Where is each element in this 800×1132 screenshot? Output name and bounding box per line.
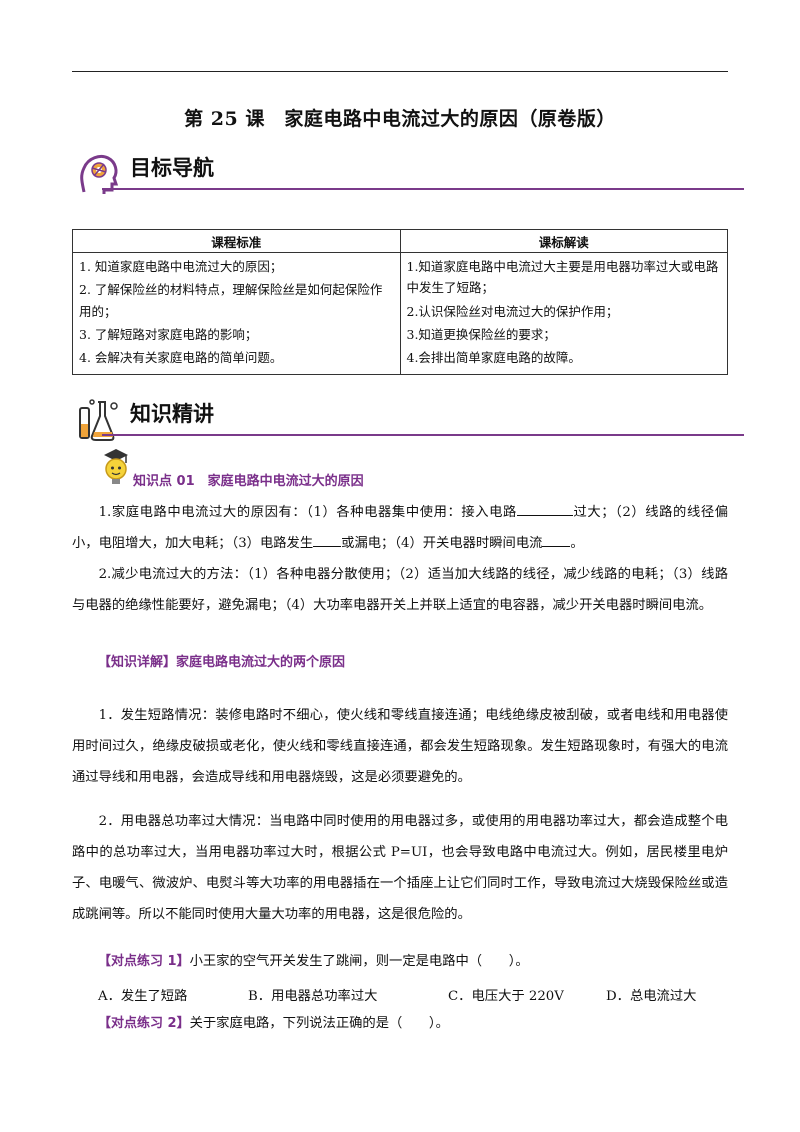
section-rule — [102, 434, 744, 436]
page-title: 第 25 课 家庭电路中电流过大的原因（原卷版） — [184, 108, 616, 130]
list-item: 4. 会解决有关家庭电路的简单问题。 — [79, 350, 283, 365]
exercise-1: 【对点练习 1】小王家的空气开关发生了跳闸，则一定是电路中（ ）。 — [98, 946, 728, 977]
list-item: 3.知道更换保险丝的要求； — [406, 326, 556, 342]
table-cell-interpretations: 1.知道家庭电路中电流过大主要是用电器功率过大或电路中发生了短路； 2.认识保险… — [399, 251, 728, 376]
paragraph-overload: 2．用电器总功率过大情况：当电路中同时使用的用电器过多，或使用的用电器功率过大，… — [72, 814, 728, 922]
brain-gear-icon — [80, 154, 119, 194]
table-header-row: 课程标准 课标解读 — [72, 229, 728, 253]
lightbulb-graduate-icon — [104, 449, 128, 484]
section-label-goals: 目标导航 — [130, 156, 214, 180]
curriculum-table: 课程标准 课标解读 1. 知道家庭电路中电流过大的原因； 2. 了解保险丝的材料… — [72, 229, 728, 376]
list-item: 2.认识保险丝对电流过大的保护作用； — [406, 303, 619, 319]
exercise-question: 小王家的空气开关发生了跳闸，则一定是电路中（ ）。 — [189, 954, 529, 969]
list-item: 3. 了解短路对家庭电路的影响； — [79, 326, 258, 342]
exercise-question: 关于家庭电路，下列说法正确的是（ ）。 — [189, 1016, 449, 1031]
fill-blank[interactable] — [516, 501, 573, 516]
list-item: 2. 了解保险丝的材料特点，理解保险丝是如何起保险作用的； — [79, 282, 383, 319]
knowledge-point-heading: 知识点 01 家庭电路中电流过大的原因 — [100, 447, 400, 491]
list-item: 1. 知道家庭电路中电流过大的原因； — [79, 259, 283, 274]
exercise-1-options: A．发生了短路 B．用电器总功率过大 C．电压大于 220V D．总电流过大 — [98, 985, 728, 1009]
exercise-tag: 【对点练习 1】 — [98, 954, 190, 969]
knowledge-point-label: 知识点 01 家庭电路中电流过大的原因 — [133, 474, 364, 489]
paragraph-reduce: 2.减少电流过大的方法：（1）各种电器分散使用；（2）适当加大线路的线径，减少线… — [72, 567, 728, 613]
list-item: 4.会排出简单家庭电路的故障。 — [406, 350, 581, 365]
table-row: 1. 知道家庭电路中电流过大的原因； 2. 了解保险丝的材料特点，理解保险丝是如… — [72, 251, 728, 376]
section-header-knowledge: 知识精讲 — [72, 394, 744, 446]
exercise-2: 【对点练习 2】关于家庭电路，下列说法正确的是（ ）。 — [98, 1008, 728, 1039]
table-cell-standards: 1. 知道家庭电路中电流过大的原因； 2. 了解保险丝的材料特点，理解保险丝是如… — [72, 251, 401, 376]
table-header-interpretation: 课标解读 — [399, 229, 728, 253]
option-c[interactable]: C．电压大于 220V — [448, 989, 564, 1004]
section-label-knowledge: 知识精讲 — [130, 402, 214, 426]
option-a[interactable]: A．发生了短路 — [98, 989, 188, 1004]
detail-heading: 【知识详解】家庭电路电流过大的两个原因 — [98, 655, 346, 670]
table-header-standard: 课程标准 — [72, 229, 401, 253]
option-b[interactable]: B．用电器总功率过大 — [248, 989, 378, 1004]
fill-blank[interactable] — [313, 532, 342, 547]
top-rule — [72, 71, 728, 72]
section-header-goals: 目标导航 — [72, 148, 744, 200]
paragraph-short-circuit: 1．发生短路情况：装修电路时不细心，使火线和零线直接连通；电线绝缘皮被刮破，或者… — [72, 708, 728, 785]
section-rule — [102, 188, 744, 190]
lab-flask-icon — [79, 399, 118, 441]
fill-blank[interactable] — [542, 532, 571, 547]
option-d[interactable]: D．总电流过大 — [606, 989, 697, 1004]
list-item: 1.知道家庭电路中电流过大主要是用电器功率过大或电路中发生了短路； — [406, 259, 719, 296]
paragraph-causes: 1.家庭电路中电流过大的原因有：（1）各种电器集中使用：接入电路过大；（2）线路… — [72, 497, 728, 559]
exercise-tag: 【对点练习 2】 — [98, 1016, 190, 1031]
